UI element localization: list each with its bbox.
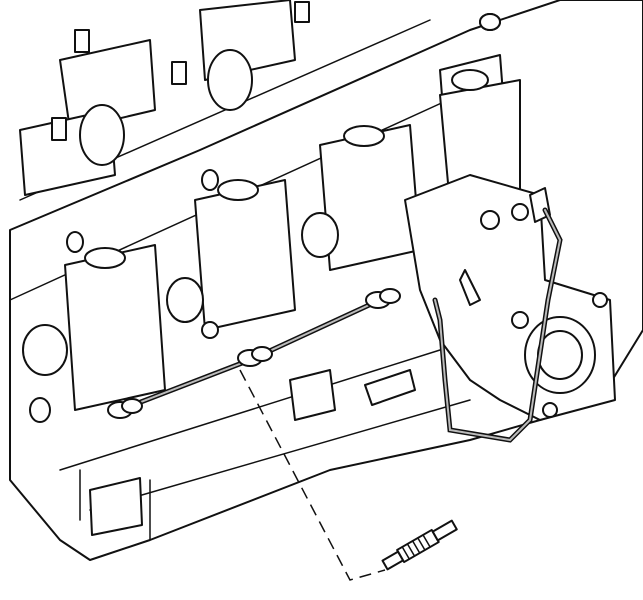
coolant-housing: [364, 174, 616, 421]
glow-plug: [381, 519, 458, 571]
injector-holders: [64, 13, 521, 411]
bores: [22, 212, 339, 423]
glow-plug-bus-bar: [107, 288, 401, 419]
glow-plug-wire: [432, 207, 563, 443]
installation-leader-line: [239, 369, 386, 581]
mounting-block: [289, 369, 336, 421]
glow-plug-terminal-nuts: [107, 288, 401, 419]
mounting-block: [89, 477, 143, 536]
